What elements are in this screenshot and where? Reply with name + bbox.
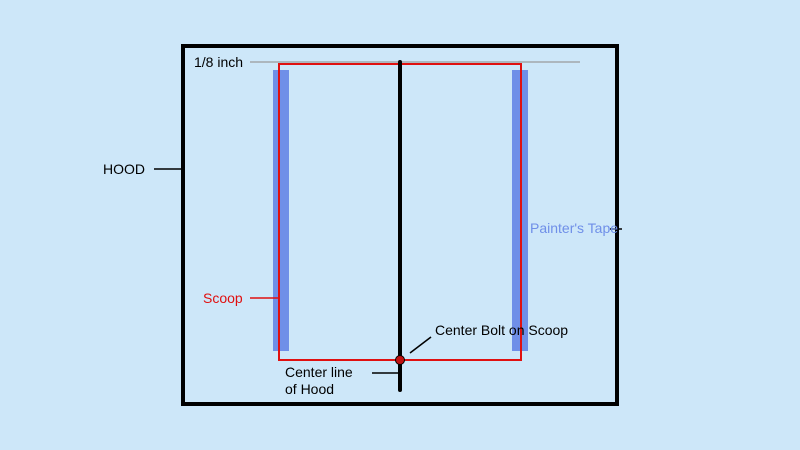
center-bolt-label: Center Bolt on Scoop <box>435 322 569 338</box>
center-line-label-line2: of Hood <box>285 381 335 397</box>
bolt-leader-line <box>409 336 432 354</box>
tape-left <box>273 70 289 351</box>
hood-outline <box>181 44 619 406</box>
scoop-label: Scoop <box>203 290 243 306</box>
painters-tape-label: Painter's Tape <box>530 220 619 236</box>
center-bolt-marker <box>395 355 405 365</box>
center-line-label-line1: Center line <box>285 364 353 380</box>
eighth-inch-label: 1/8 inch <box>194 54 244 70</box>
hood-label: HOOD <box>103 161 145 177</box>
